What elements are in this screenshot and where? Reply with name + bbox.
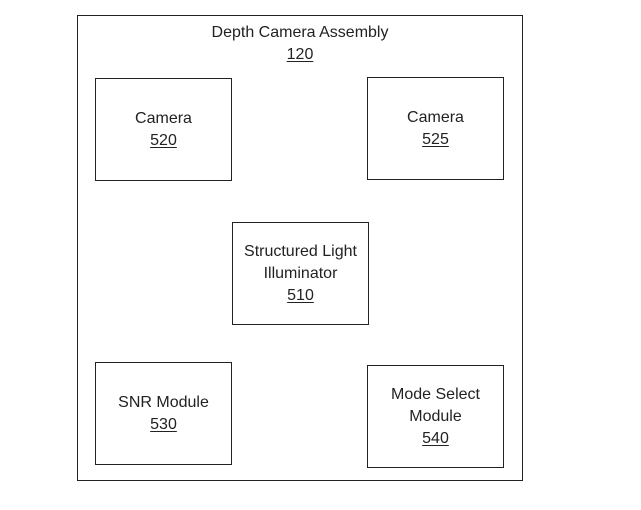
snr-module-label: SNR Module: [118, 392, 209, 414]
mode-select-module-box: Mode Select Module 540: [367, 365, 504, 468]
camera-520-box: Camera 520: [95, 78, 232, 181]
assembly-name: Depth Camera Assembly: [77, 22, 523, 44]
illuminator-label-line-2: Illuminator: [264, 263, 338, 285]
snr-module-box: SNR Module 530: [95, 362, 232, 465]
camera-525-label: Camera: [407, 107, 464, 129]
structured-light-illuminator-box: Structured Light Illuminator 510: [232, 222, 369, 325]
illuminator-label-line-1: Structured Light: [244, 241, 357, 263]
camera-520-ref: 520: [150, 130, 177, 152]
camera-525-ref: 525: [422, 129, 449, 151]
illuminator-ref: 510: [287, 285, 314, 307]
snr-module-ref: 530: [150, 414, 177, 436]
assembly-title: Depth Camera Assembly 120: [77, 22, 523, 66]
camera-520-label: Camera: [135, 108, 192, 130]
mode-select-label-line-2: Module: [409, 406, 461, 428]
camera-525-box: Camera 525: [367, 77, 504, 180]
assembly-ref: 120: [77, 44, 523, 66]
mode-select-label-line-1: Mode Select: [391, 384, 480, 406]
mode-select-ref: 540: [422, 428, 449, 450]
